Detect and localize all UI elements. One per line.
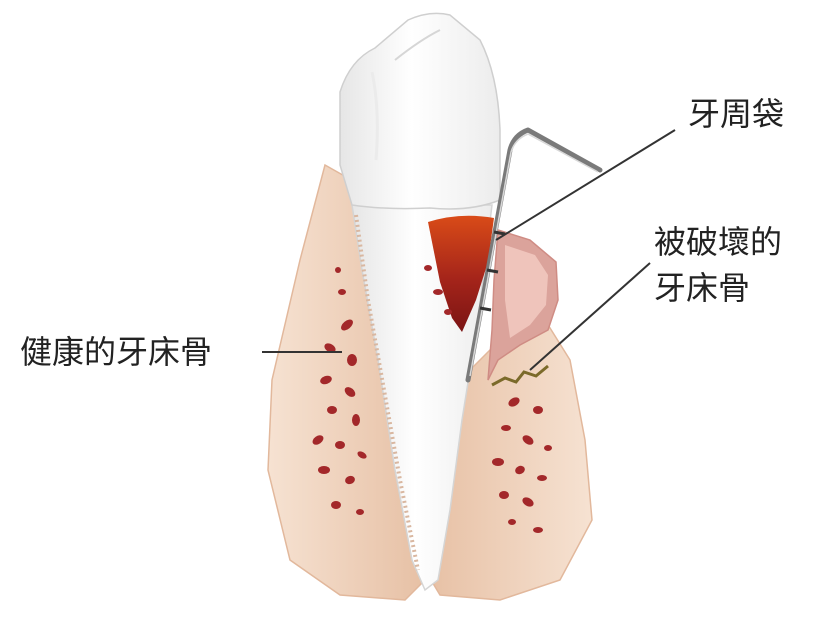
destroyed-bone-label-line1: 被破壞的 [654,220,782,264]
destroyed-bone-label-line2: 牙床骨 [654,266,750,310]
pocket-leader-line [496,130,675,240]
healthy-bone-label: 健康的牙床骨 [20,330,212,374]
periodontal-pocket-label: 牙周袋 [688,92,784,136]
